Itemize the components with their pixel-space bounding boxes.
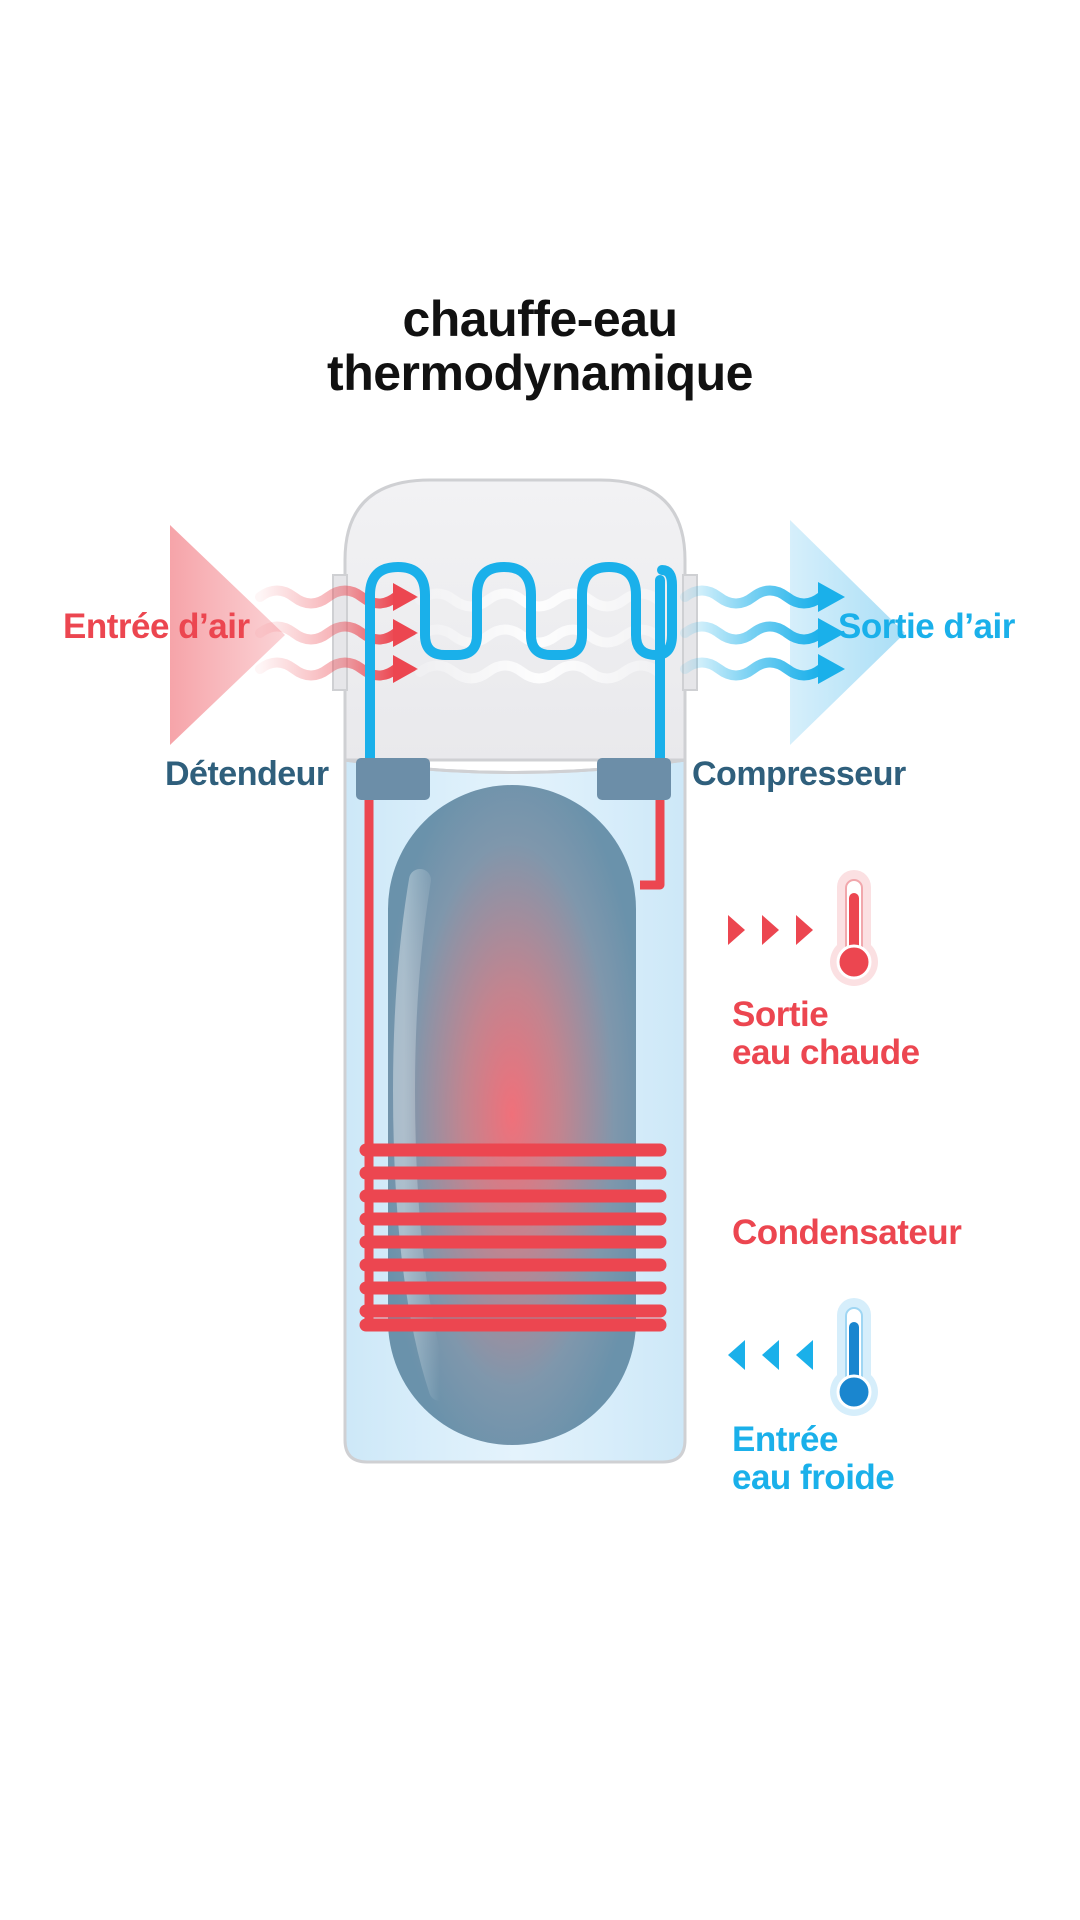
diagram-title: chauffe-eau thermodynamique — [0, 292, 1080, 400]
label-air-out: Sortie d’air — [838, 607, 1015, 646]
label-cold-water-in-2: eau froide — [732, 1458, 895, 1497]
compressor-outlet-pipe — [640, 790, 665, 890]
outgoing-air-waves — [680, 582, 845, 684]
air-inlet-arrow-icon — [170, 525, 285, 745]
thermometer-cold-icon — [830, 1298, 878, 1416]
expander-valve — [356, 758, 430, 800]
air-outlet-arrow-icon — [790, 520, 905, 745]
label-expander: Détendeur — [165, 755, 329, 793]
condenser-coil — [359, 1143, 667, 1332]
label-hot-water-out-1: Sortie — [732, 995, 829, 1034]
label-air-in: Entrée d’air — [63, 607, 250, 646]
internal-air-waves — [415, 588, 663, 684]
title-line-1: chauffe-eau — [402, 291, 678, 347]
thermometer-hot-icon — [830, 870, 878, 986]
compressor-valve — [597, 758, 671, 800]
hot-water-outlet-arrows — [728, 915, 813, 945]
water-tank — [388, 785, 636, 1445]
label-condenser: Condensateur — [732, 1213, 962, 1252]
casing-upper — [343, 478, 687, 762]
label-hot-water-out-2: eau chaude — [732, 1033, 920, 1072]
title-line-2: thermodynamique — [327, 345, 753, 401]
label-cold-water-in-1: Entrée — [732, 1420, 838, 1459]
label-compressor: Compresseur — [692, 755, 906, 793]
cold-water-inlet-arrows — [728, 1340, 813, 1370]
evaporator-coil — [365, 562, 677, 765]
